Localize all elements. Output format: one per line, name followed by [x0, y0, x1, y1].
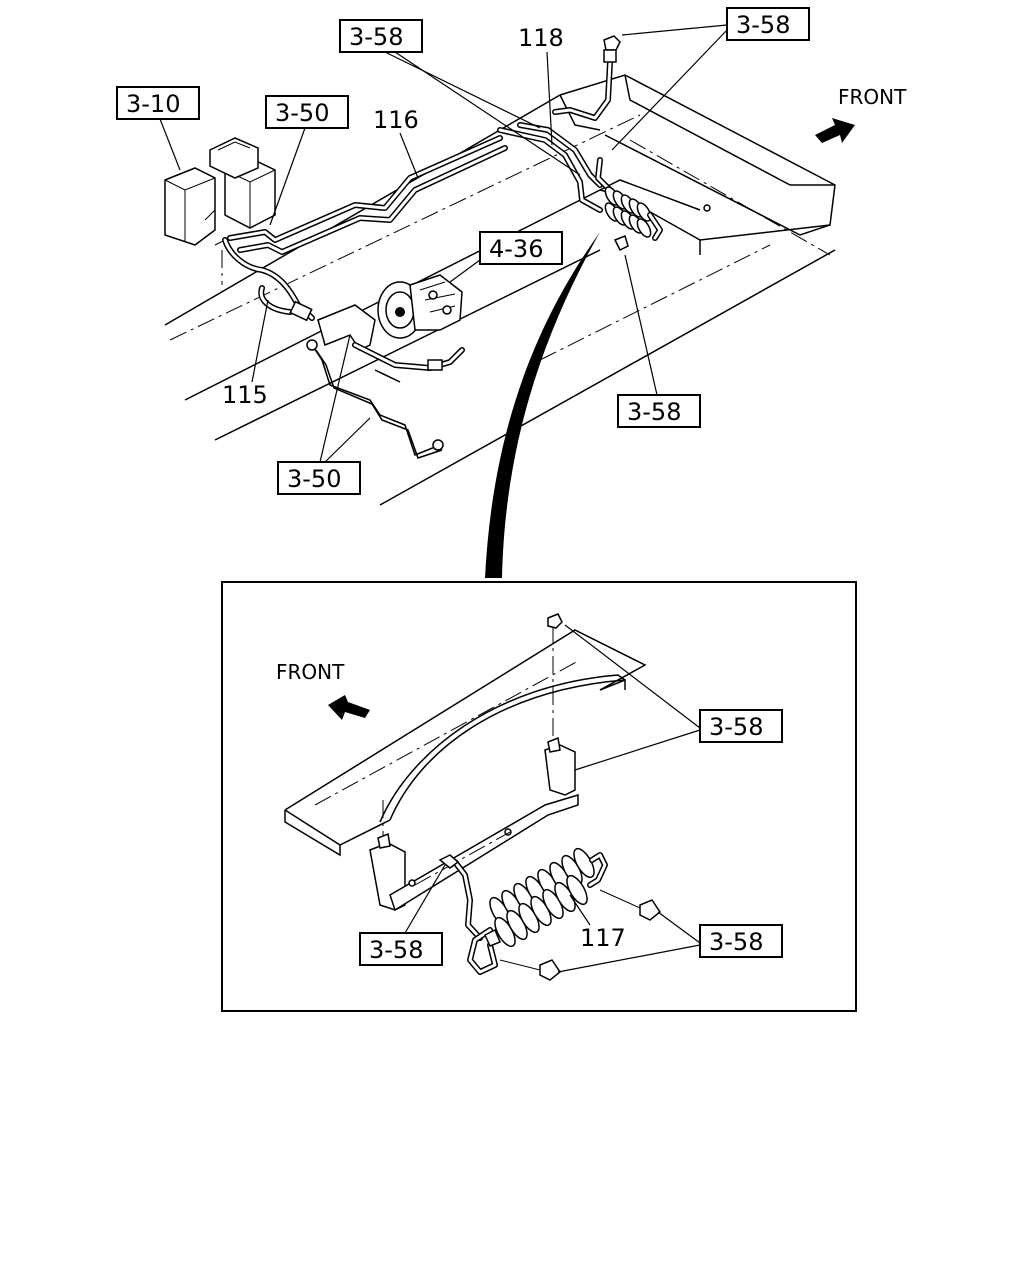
upper-view: FRONT 3-10 3-50 3-58 3-58 3-58 — [116, 7, 907, 578]
pipe-116 — [227, 135, 508, 255]
pipe-118 — [497, 35, 621, 213]
front-arrow-inset: FRONT — [276, 660, 370, 720]
ref-3-50-bottom: 3-50 — [277, 334, 371, 495]
ref-3-58-topright: 3-58 — [611, 7, 810, 151]
oil-cooler-117 — [438, 847, 662, 981]
front-arrow-top: FRONT — [815, 85, 907, 143]
part-118: 118 — [518, 24, 564, 146]
ref-3-58-inset-lower-left: 3-58 — [359, 864, 446, 966]
cooler-coils — [489, 847, 595, 948]
inset-detail: FRONT 3-58 3-58 3-58 117 — [221, 581, 857, 1012]
inset-frame-member — [284, 629, 647, 857]
part-115-label: 115 — [222, 381, 268, 409]
ref-3-58-inset-upper-label: 3-58 — [709, 713, 763, 741]
ref-3-58-inset-lower-left-label: 3-58 — [369, 936, 423, 964]
ref-3-58-topleft: 3-58 — [339, 19, 581, 176]
ref-4-36: 4-36 — [449, 231, 563, 283]
reservoir — [164, 137, 276, 285]
power-steering-pump — [377, 274, 463, 339]
front-label-top: FRONT — [838, 85, 907, 109]
part-118-label: 118 — [518, 24, 564, 52]
bracket — [306, 304, 465, 459]
hose-115 — [222, 237, 315, 322]
part-116-label: 116 — [373, 106, 419, 134]
inset-brackets — [369, 613, 579, 912]
part-116: 116 — [373, 106, 419, 179]
ref-3-58-topright-label: 3-58 — [736, 11, 790, 39]
oil-cooler-upper — [595, 157, 711, 252]
front-label-inset: FRONT — [276, 660, 345, 684]
ref-3-58-inset-lower-right-label: 3-58 — [709, 928, 763, 956]
ref-3-58-inset-upper: 3-58 — [564, 624, 783, 771]
ref-3-58-right: 3-58 — [617, 254, 701, 428]
ref-3-58-right-label: 3-58 — [627, 398, 681, 426]
part-115: 115 — [222, 299, 269, 409]
detail-callout — [485, 232, 600, 578]
ref-4-36-label: 4-36 — [489, 235, 543, 263]
ref-3-50-top: 3-50 — [265, 95, 349, 226]
part-117-label: 117 — [580, 924, 626, 952]
part-117: 117 — [569, 894, 626, 952]
ref-3-58-inset-lower-right: 3-58 — [557, 911, 783, 973]
ref-3-50-bottom-label: 3-50 — [287, 465, 341, 493]
ref-3-58-topleft-label: 3-58 — [349, 23, 403, 51]
ref-3-10: 3-10 — [116, 86, 200, 171]
ref-3-10-label: 3-10 — [126, 90, 180, 118]
ref-3-50-top-label: 3-50 — [275, 99, 329, 127]
